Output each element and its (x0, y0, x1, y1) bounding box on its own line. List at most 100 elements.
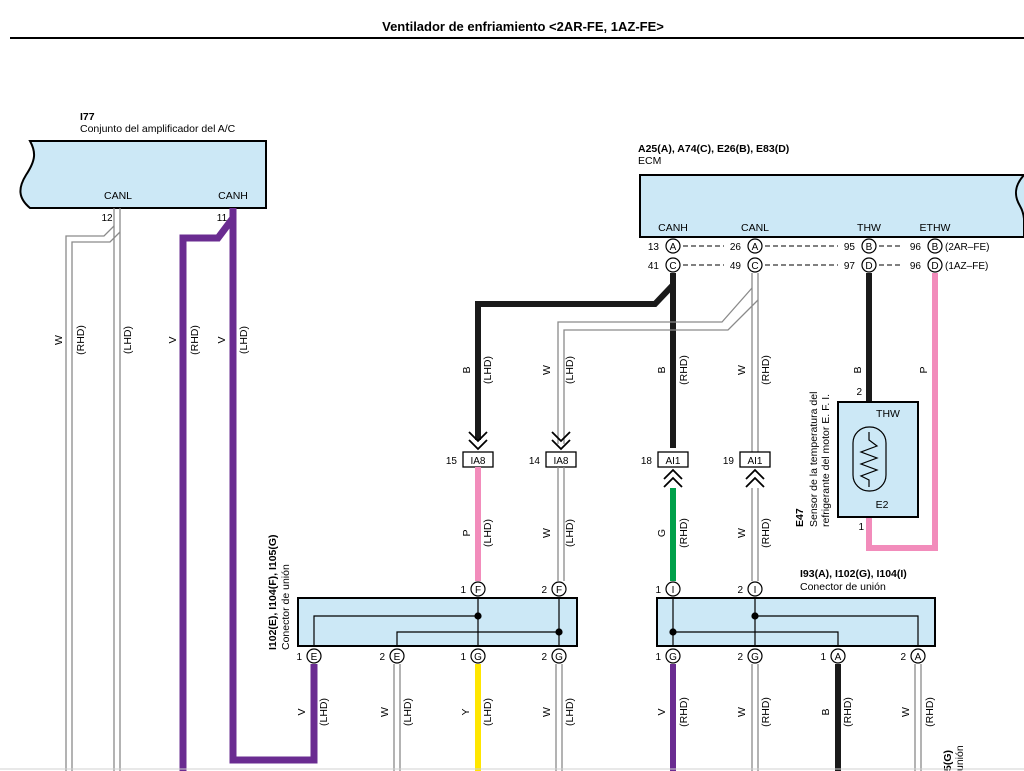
ecm-pin-thw: THW (857, 222, 881, 234)
diagram-label: 1 (296, 652, 302, 663)
diagram-label: AI1 (747, 456, 762, 467)
wire-canl-white (65, 208, 121, 771)
cut-label-2: unión (954, 745, 966, 771)
ac-amp-pin-canl: CANL (104, 190, 132, 202)
jc-left-top-pins: 1 F 2 F (460, 581, 567, 597)
diagram-label: 49 (730, 261, 742, 272)
ac-amp-code: I77 (80, 111, 95, 123)
wire-bot-white-4 (914, 664, 922, 771)
sensor-box (837, 401, 919, 518)
diagram-label: 1 (655, 585, 661, 596)
wire-label: (LHD) (238, 326, 250, 354)
jc-right-internal (669, 598, 919, 646)
amp-wire-labels: W (RHD) (LHD) V (RHD) V (LHD) (53, 325, 250, 355)
diagram-label: (LHD) (318, 698, 330, 726)
diagram-label: V (296, 708, 308, 715)
wire-bot-white-1 (393, 664, 401, 771)
diagram-label: B (820, 708, 832, 715)
wire-label: (RHD) (189, 325, 201, 355)
diagram-label: 41 (648, 261, 660, 272)
diagram-label: W (736, 528, 748, 538)
diagram-label: E (394, 652, 401, 663)
connector-ia8-15: 15 IA8 (446, 431, 494, 468)
diagram-label: I (754, 585, 757, 596)
diagram-label: W (736, 365, 748, 375)
diagram-label: 13 (648, 242, 660, 253)
diagram-label: 2 (541, 585, 547, 596)
wire-label: (RHD) (75, 325, 87, 355)
jc-right-box (656, 597, 936, 647)
diagram-label: (RHD) (678, 518, 690, 548)
diagram-label: B (866, 242, 873, 253)
ecm-pin-row-1: 13 A 26 A 95 B 96 B (2AR–FE) (648, 238, 989, 254)
diagram-label: A (752, 242, 759, 253)
diagram-label: 26 (730, 242, 742, 253)
wire-ecm-canl-white (557, 273, 759, 452)
sensor-pin-thw: THW (876, 408, 900, 420)
diagram-label: 18 (641, 456, 653, 467)
diagram-label: (LHD) (564, 356, 576, 384)
diagram-label: AI1 (665, 456, 680, 467)
diagram-label: 2 (737, 585, 743, 596)
jc-left-name: Conector de unión (280, 564, 292, 650)
sensor-code: E47 (794, 508, 806, 527)
diagram-label: 1 (460, 585, 466, 596)
diagram-label: B (461, 366, 473, 373)
wire-bot-white-2 (555, 664, 563, 771)
diagram-label: 1 (460, 652, 466, 663)
diagram-label: G (751, 652, 759, 663)
diagram-label: 96 (910, 242, 922, 253)
sensor-pin-num-1: 1 (858, 522, 864, 533)
diagram-label: P (918, 366, 930, 373)
connector-ai1-18: 18 AI1 (641, 451, 689, 488)
cut-label-1: 5(G) (942, 750, 954, 771)
diagram-label: 1 (820, 652, 826, 663)
diagram-label: (RHD) (842, 697, 854, 727)
jc-left-bottom-pins: 1 E 2 E 1 G 2 G (296, 648, 567, 664)
wire-mid-white-2 (751, 488, 759, 581)
diagram-label: A (835, 652, 842, 663)
jc-right-name: Conector de unión (800, 581, 886, 593)
wire-label: V (167, 336, 179, 343)
ecm-codes: A25(A), A74(C), E26(B), E83(D) (638, 143, 789, 155)
diagram-label: B (932, 242, 939, 253)
diagram-label: C (669, 261, 676, 272)
diagram-label: (RHD) (678, 697, 690, 727)
diagram-label: E (311, 652, 318, 663)
ecm-pin-ethw: ETHW (920, 222, 951, 234)
diagram-label: G (555, 652, 563, 663)
diagram-label: W (379, 707, 391, 717)
jc-right-top-pins: 1 I 2 I (655, 581, 763, 597)
diagram-label: (RHD) (678, 355, 690, 385)
jc-left-internal (313, 598, 563, 646)
ecm-name: ECM (638, 155, 661, 167)
sensor-name-2: refrigerante del motor E. F. I. (820, 394, 832, 527)
diagram-label: B (656, 366, 668, 373)
diagram-label: W (541, 528, 553, 538)
diagram-label: 96 (910, 261, 922, 272)
ac-amp-name: Conjunto del amplificador del A/C (80, 123, 236, 135)
ac-amp-pin-canh: CANH (218, 190, 248, 202)
diagram-label: G (656, 529, 668, 537)
diagram-label: C (751, 261, 758, 272)
ecm-wire-labels: B (LHD) W (LHD) B (RHD) W (RHD) B P (461, 355, 930, 385)
diagram-label: W (736, 707, 748, 717)
diagram-label: W (541, 707, 553, 717)
diagram-label: W (900, 707, 912, 717)
diagram-label: IA8 (470, 456, 485, 467)
diagram-label: F (475, 585, 481, 596)
diagram-label: A (915, 652, 922, 663)
diagram-label: (RHD) (760, 355, 772, 385)
bottom-wire-labels: V (LHD) W (LHD) Y (LHD) W (LHD) V (RHD) … (296, 697, 936, 727)
diagram-label: (2AR–FE) (945, 242, 989, 253)
diagram-label: D (931, 261, 938, 272)
jc-left-box (297, 597, 578, 647)
wire-ethw-pink (866, 273, 938, 551)
diagram-label: P (461, 529, 473, 536)
diagram-label: 95 (844, 242, 856, 253)
ecm-pin-canl: CANL (741, 222, 769, 234)
wire-bot-white-3 (751, 664, 759, 771)
ecm-pin-canh: CANH (658, 222, 688, 234)
diagram-label: (1AZ–FE) (945, 261, 988, 272)
